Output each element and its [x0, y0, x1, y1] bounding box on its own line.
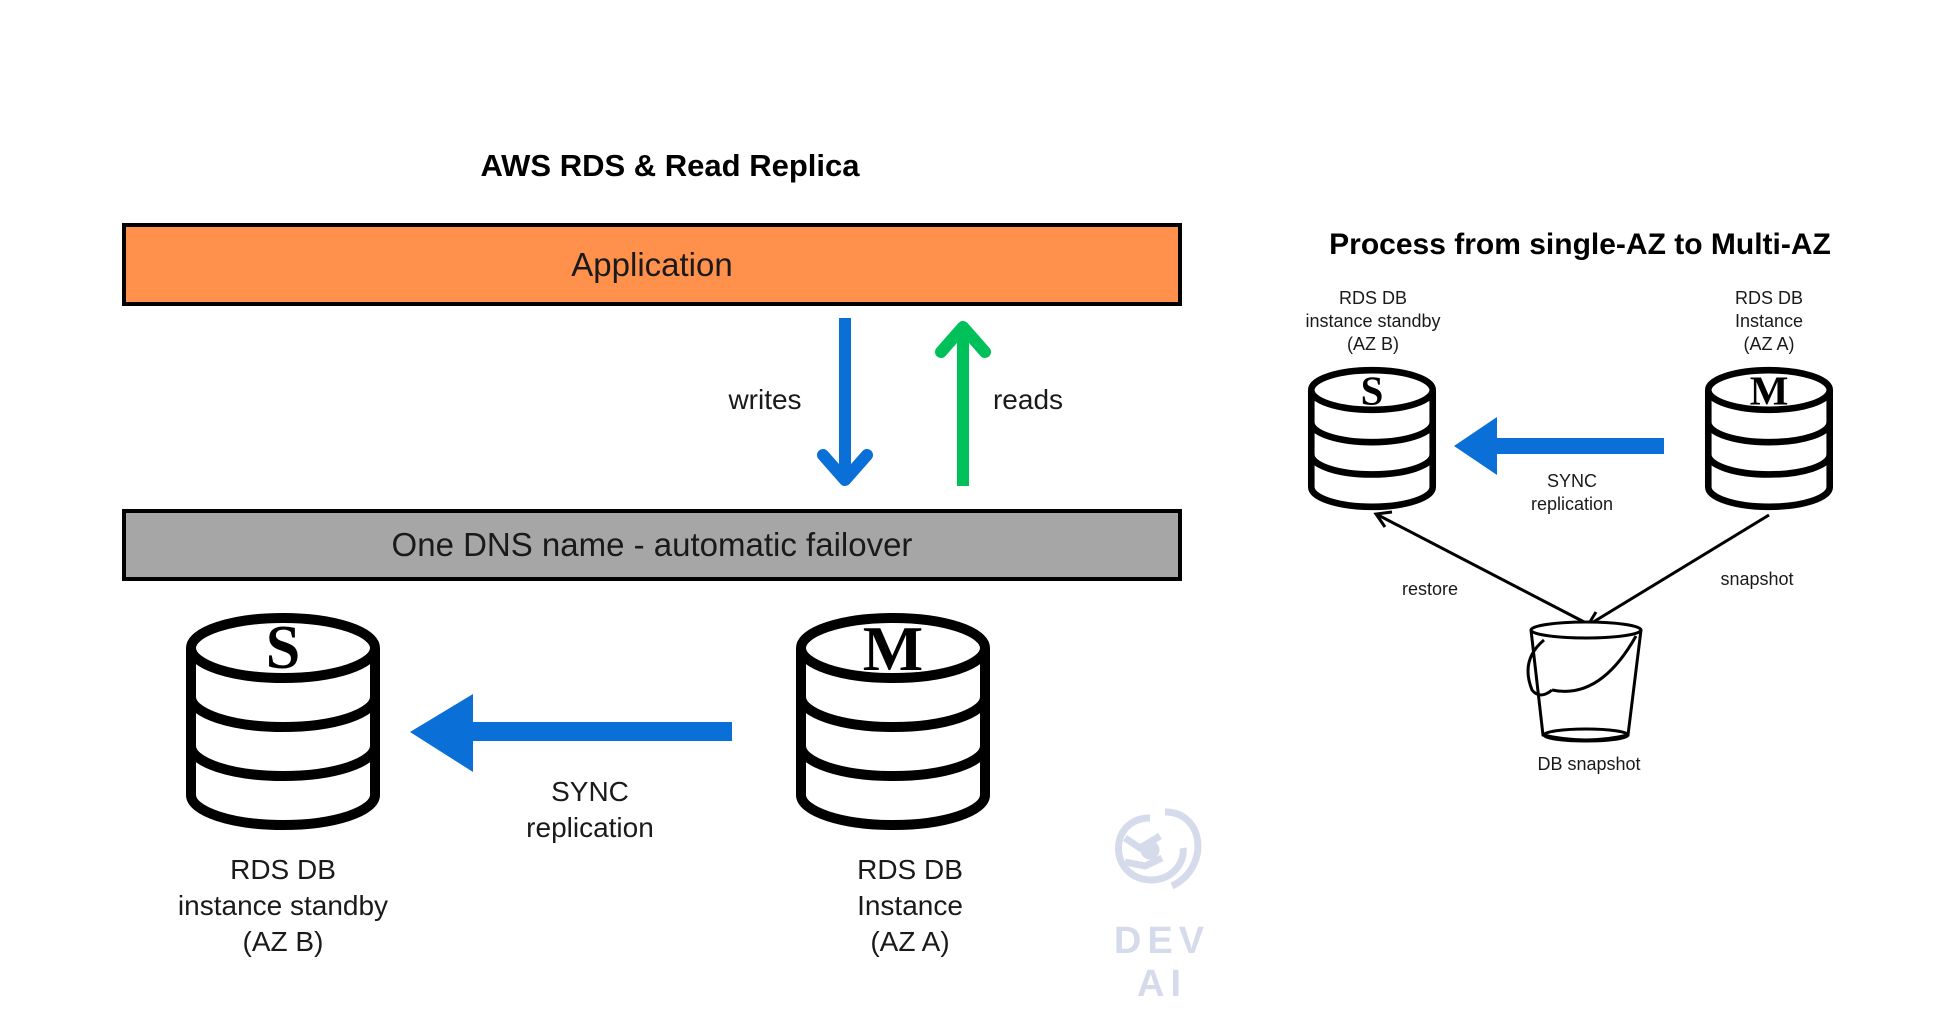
dns-label: One DNS name - automatic failover — [391, 526, 913, 563]
right-master-caption-line3: (AZ A) — [1743, 334, 1795, 354]
restore-label: restore — [1401, 579, 1459, 599]
sync-label-line1: SYNC — [551, 776, 629, 807]
right-sync-label: SYNC replication — [1512, 470, 1632, 516]
standby-caption-line1: RDS DB — [230, 854, 336, 885]
right-master-letter: M — [1750, 369, 1789, 414]
master-caption-line1: RDS DB — [857, 854, 963, 885]
right-master-db-icon: M — [1708, 369, 1829, 507]
right-standby-caption-line2: instance standby — [1305, 311, 1441, 331]
writes-label: writes — [728, 384, 802, 415]
sync-label: SYNC replication — [515, 774, 665, 846]
snapshot-label: snapshot — [1720, 569, 1794, 589]
right-sync-label-line2: replication — [1530, 494, 1614, 514]
standby-caption: RDS DB instance standby (AZ B) — [143, 852, 423, 960]
process-title: Process from single-AZ to Multi-AZ — [1329, 228, 1831, 261]
standby-caption-line2: instance standby — [177, 890, 389, 921]
watermark-text: DEV AI — [1113, 920, 1211, 1005]
sync-label-line2: replication — [526, 812, 654, 843]
sync-arrow — [410, 694, 732, 772]
application-label: Application — [571, 245, 733, 283]
right-master-caption-line1: RDS DB — [1734, 288, 1803, 308]
master-caption-line3: (AZ A) — [870, 926, 950, 957]
standby-letter: S — [266, 614, 300, 682]
master-letter: M — [863, 613, 923, 684]
standby-db-icon: S — [191, 614, 375, 825]
diagram-title: AWS RDS & Read Replica — [480, 148, 860, 183]
right-standby-db-icon: S — [1311, 369, 1432, 507]
master-caption-line2: Instance — [857, 890, 963, 921]
standby-caption-line3: (AZ B) — [242, 926, 324, 957]
bucket-caption: DB snapshot — [1537, 754, 1641, 774]
watermark-logo — [1115, 808, 1202, 890]
master-caption: RDS DB Instance (AZ A) — [810, 852, 1010, 960]
reads-label: reads — [992, 384, 1064, 415]
restore-arrow — [1373, 510, 1589, 626]
right-master-caption-line2: Instance — [1734, 311, 1804, 331]
right-standby-caption-line3: (AZ B) — [1347, 334, 1399, 354]
application-box: Application — [122, 223, 1182, 306]
dns-box: One DNS name - automatic failover — [122, 509, 1182, 581]
writes-arrow — [817, 318, 873, 486]
reads-arrow — [935, 321, 991, 486]
right-standby-caption-line1: RDS DB — [1338, 288, 1407, 308]
right-standby-letter: S — [1361, 369, 1384, 414]
master-db-icon: M — [801, 613, 985, 825]
bucket-icon — [1526, 620, 1643, 743]
right-master-caption: RDS DB Instance (AZ A) — [1709, 287, 1829, 356]
right-sync-arrow — [1454, 417, 1664, 475]
right-sync-label-line1: SYNC — [1546, 471, 1597, 491]
right-standby-caption: RDS DB instance standby (AZ B) — [1293, 287, 1453, 356]
